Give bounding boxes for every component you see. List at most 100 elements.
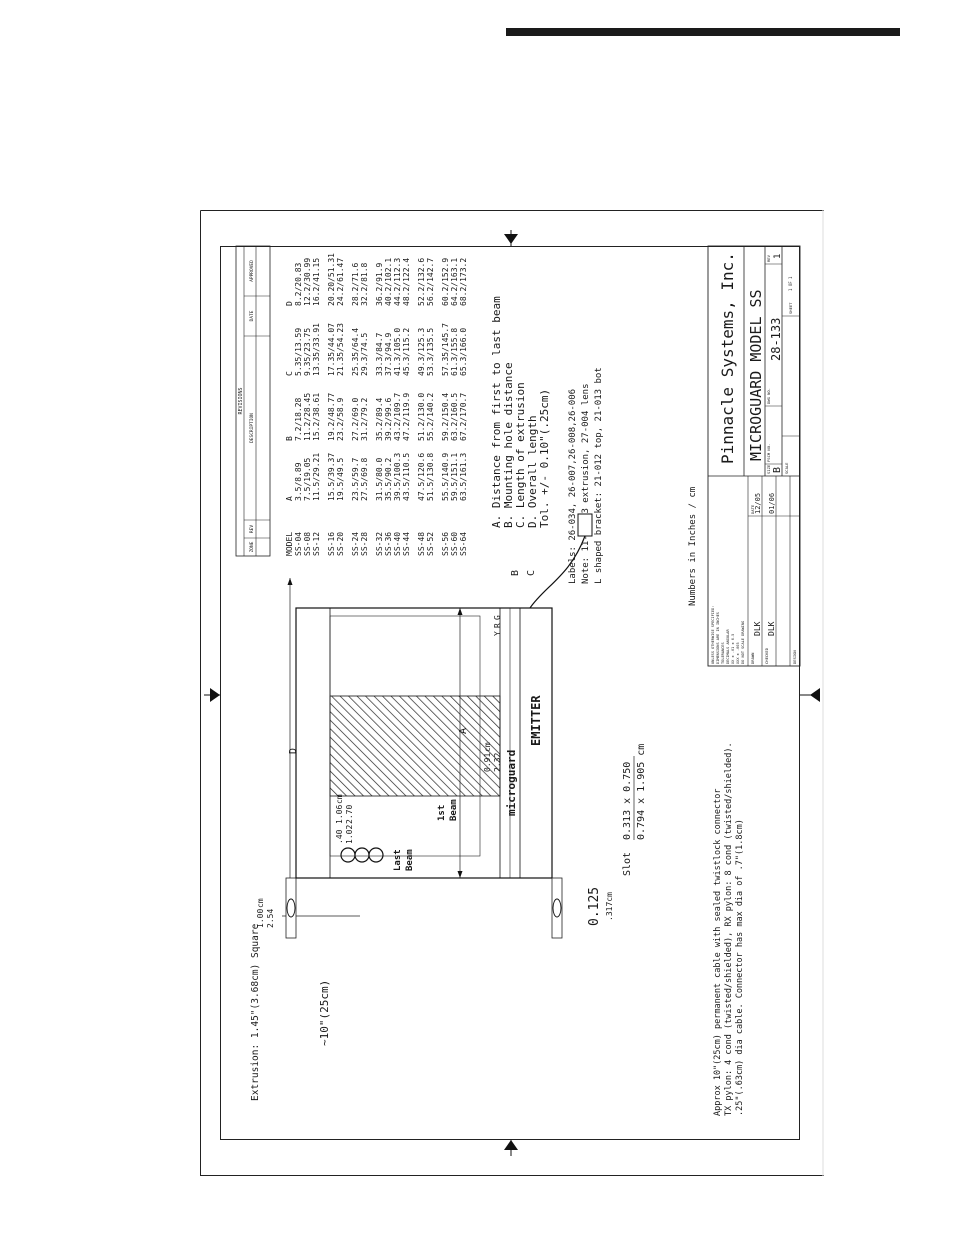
connector (577, 513, 593, 537)
revision-col-zone: ZONE (249, 541, 255, 552)
table-cell: 39.5/100.3 (393, 453, 402, 501)
title-block: Pinnacle Systems, Inc. MICROGUARD MODEL … (707, 245, 801, 667)
cable (529, 535, 586, 609)
table-cell: 7.5/19.05 (303, 457, 312, 501)
table-cell: 23.5/59.7 (351, 457, 360, 501)
table-cell: 31.5/80.0 (375, 457, 384, 501)
table-cell: 48.2/122.4 (402, 258, 411, 306)
table-cell: 53.3/135.5 (426, 328, 435, 376)
table-cell: 12.2/30.99 (303, 258, 312, 306)
dim-fb-cm: 2.32 (493, 753, 502, 772)
table-cell: SS-24 (351, 532, 360, 556)
table-cell: 59.2/150.4 (441, 393, 450, 441)
dim-b-label: B (510, 570, 521, 576)
beam-circle-1 (340, 847, 356, 863)
table-cell: 15.5/39.37 (327, 453, 336, 501)
revision-box (235, 245, 271, 557)
table-cell: 3.5/8.89 (294, 462, 303, 501)
table-cell: 11.5/29.21 (312, 453, 321, 501)
slot-label: Slot (622, 852, 633, 876)
table-cell: 45.3/115.2 (402, 328, 411, 376)
inner-frame (220, 246, 800, 1140)
thickness-cm: .317cm (605, 892, 614, 921)
dim-top-unit: cm (256, 898, 265, 908)
table-cell: SS-60 (450, 532, 459, 556)
d-arrow-right (287, 578, 293, 585)
drawing-sheet: REVISIONS ZONE REV DESCRIPTION DATE APPR… (200, 210, 824, 1176)
dim-lb2-cm: 2.70 (345, 805, 354, 824)
slot-cm: 0.794 x 1.905 cm (636, 744, 647, 840)
drawn-date: 12/05 (754, 493, 762, 514)
revision-block: REVISIONS ZONE REV DESCRIPTION DATE APPR… (235, 245, 271, 557)
table-cell: 36.2/91.9 (375, 262, 384, 306)
tol-line-1: UNLESS OTHERWISE SPECIFIED: (711, 606, 715, 664)
first-beam-label-1: 1st (437, 805, 447, 821)
scale-label: SCALE (784, 462, 789, 474)
table-cell: 35.2/89.4 (375, 397, 384, 441)
extrusion-label: Extrusion: 1.45"(3.68cm) Square (250, 923, 261, 1101)
notes: Labels: 26-034, 26-007,26-008,26-006 Not… (568, 367, 604, 584)
size-value: B (772, 467, 783, 473)
legend-line-c: C. Length of extrusion (514, 382, 527, 528)
slot-in: 0.313 x 0.750 (622, 762, 633, 840)
table-cell: 64.2/163.1 (450, 258, 459, 306)
table-cell: 16.2/41.15 (312, 258, 321, 306)
mount-hole-top (286, 898, 296, 918)
legend-line-a: A. Distance from first to last beam (490, 296, 503, 528)
dim-top-cm: 2.54 (266, 909, 275, 928)
first-beam-label-2: Beam (449, 799, 459, 821)
beam-circle-3 (368, 847, 384, 863)
dim-lb2-in: 1.06 (335, 805, 344, 824)
units-note: Numbers in Inches / cm (688, 487, 698, 606)
table-cell: 55.2/140.2 (426, 393, 435, 441)
table-cell: 17.35/44.07 (327, 323, 336, 376)
drawn-label: DRAWN (750, 652, 755, 664)
lens-window-hatch (329, 695, 501, 797)
table-header-2: B (285, 436, 294, 441)
table-cell: 15.2/38.61 (312, 393, 321, 441)
legend-line-b: B. Mounting hole distance (502, 362, 515, 528)
table-cell: SS-36 (384, 532, 393, 556)
note-bracket: L shaped bracket: 21-012 top, 21-013 bot (594, 367, 604, 584)
table-cell: 59.5/151.1 (450, 453, 459, 501)
table-cell: 41.3/105.0 (393, 328, 402, 376)
table-cell: 65.3/166.0 (459, 328, 468, 376)
table-cell: 19.2/48.77 (327, 393, 336, 441)
dimension-table: MODELABCDSS-043.5/8.897.2/18.285.35/13.5… (285, 253, 468, 556)
drawing-svg: REVISIONS ZONE REV DESCRIPTION DATE APPR… (200, 210, 824, 1176)
last-beam-label-1: Last (393, 849, 403, 871)
tol-line-3: TOLERANCES (721, 642, 725, 664)
label-emitter: EMITTER (529, 695, 543, 746)
dwg-no-label: DWG NO. (766, 388, 771, 404)
note-labels: Labels: 26-034, 26-007,26-008,26-006 (568, 389, 578, 584)
table-cell: 49.3/125.3 (417, 328, 426, 376)
table-cell: 19.5/49.5 (336, 457, 345, 501)
table-cell: 27.5/69.8 (360, 457, 369, 501)
table-header-4: D (285, 301, 294, 306)
table-cell: SS-40 (393, 532, 402, 556)
table-cell: 13.35/33.91 (312, 323, 321, 376)
table-cell: 11.2/28.45 (303, 393, 312, 441)
table-cell: SS-52 (426, 532, 435, 556)
fscm-label: FSCM NO. (766, 444, 771, 462)
table-cell: 43.5/110.5 (402, 453, 411, 501)
table-cell: 55.5/140.9 (441, 453, 450, 501)
last-beam-label-2: Beam (405, 849, 415, 871)
table-cell: 8.2/20.83 (294, 262, 303, 306)
sheet-label: SHEET (788, 302, 793, 314)
table-cell: 31.2/79.2 (360, 397, 369, 441)
table-cell: 63.2/160.5 (450, 393, 459, 441)
revision-col-description: DESCRIPTION (249, 413, 255, 443)
table-cell: 27.2/69.0 (351, 397, 360, 441)
cable-length: ~10"(25cm) (318, 980, 331, 1046)
dim-d-label: D (288, 748, 299, 754)
dwg-no-value: 28-133 (769, 318, 783, 361)
dim-a-label: A (458, 728, 469, 734)
a-arrow-left (457, 871, 463, 878)
beam-circle-2 (354, 847, 370, 863)
table-cell: 40.2/102.1 (384, 258, 393, 306)
table-cell: 35.5/90.2 (384, 457, 393, 501)
company-name: Pinnacle Systems, Inc. (718, 252, 737, 464)
checked-label: CHECKED (764, 647, 769, 664)
table-cell: SS-04 (294, 532, 303, 556)
